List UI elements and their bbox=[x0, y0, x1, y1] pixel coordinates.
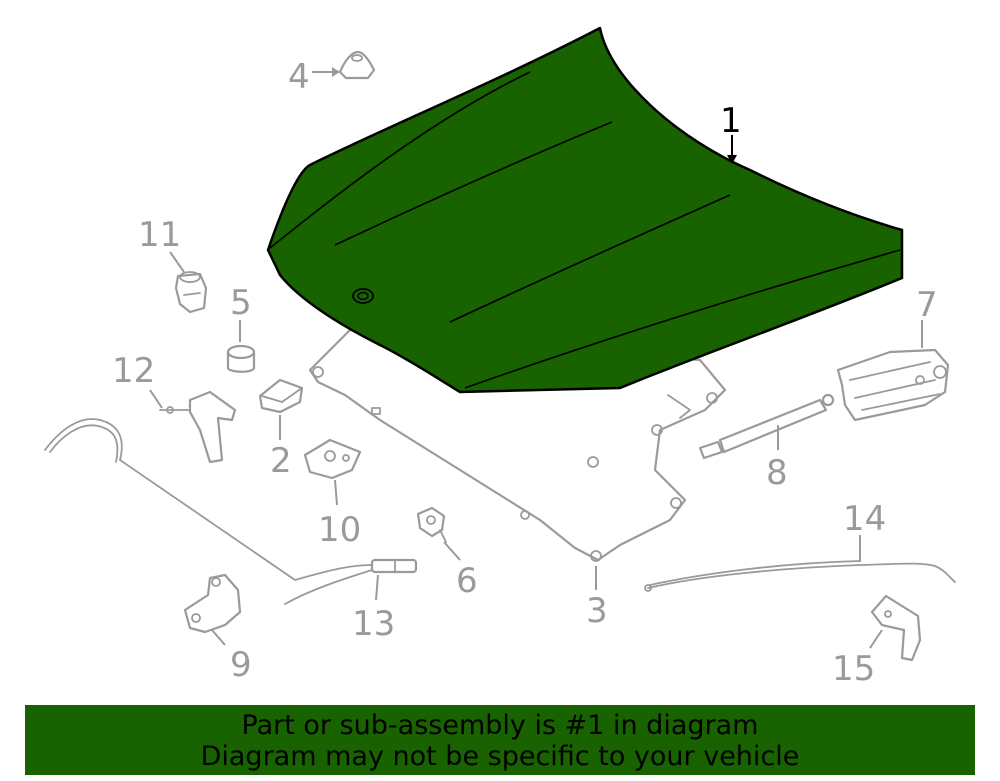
callout-15: 15 bbox=[832, 649, 875, 689]
callout-7: 7 bbox=[916, 285, 938, 325]
callout-9: 9 bbox=[230, 645, 252, 685]
release-cable-rear-part[interactable] bbox=[644, 560, 956, 592]
callout-2: 2 bbox=[270, 441, 292, 481]
clip-part[interactable] bbox=[338, 50, 376, 80]
callout-12: 12 bbox=[112, 351, 155, 391]
callout-3: 3 bbox=[586, 591, 608, 631]
bracket-part[interactable] bbox=[303, 438, 362, 480]
hinge-part[interactable] bbox=[836, 348, 950, 422]
bumper-part[interactable] bbox=[226, 344, 256, 373]
callout-14: 14 bbox=[843, 499, 886, 539]
hood-part[interactable] bbox=[266, 26, 904, 394]
callout-5: 5 bbox=[230, 283, 252, 323]
support-strut-part[interactable] bbox=[698, 393, 835, 460]
safety-catch-part[interactable] bbox=[159, 390, 237, 464]
callout-1: 1 bbox=[720, 101, 742, 141]
callout-10: 10 bbox=[318, 510, 361, 550]
callout-4: 4 bbox=[288, 57, 310, 97]
release-cable-part[interactable] bbox=[44, 418, 418, 605]
latch-part[interactable] bbox=[183, 573, 242, 634]
callout-6: 6 bbox=[456, 561, 478, 601]
callout-11: 11 bbox=[138, 215, 181, 255]
pad-part[interactable] bbox=[258, 378, 304, 414]
sensor-part[interactable] bbox=[416, 506, 447, 543]
notice-banner: Part or sub-assembly is #1 in diagram Di… bbox=[25, 705, 975, 775]
banner-line-1: Part or sub-assembly is #1 in diagram bbox=[241, 710, 759, 741]
callout-13: 13 bbox=[352, 604, 395, 644]
parts-diagram: 1 2 3 4 5 6 7 8 9 10 11 12 13 14 15 bbox=[44, 26, 956, 689]
callout-leaders bbox=[149, 67, 923, 649]
callout-8: 8 bbox=[766, 453, 788, 493]
adjuster-part[interactable] bbox=[174, 271, 208, 314]
banner-line-2: Diagram may not be specific to your vehi… bbox=[200, 741, 800, 772]
release-handle-part[interactable] bbox=[870, 594, 922, 662]
